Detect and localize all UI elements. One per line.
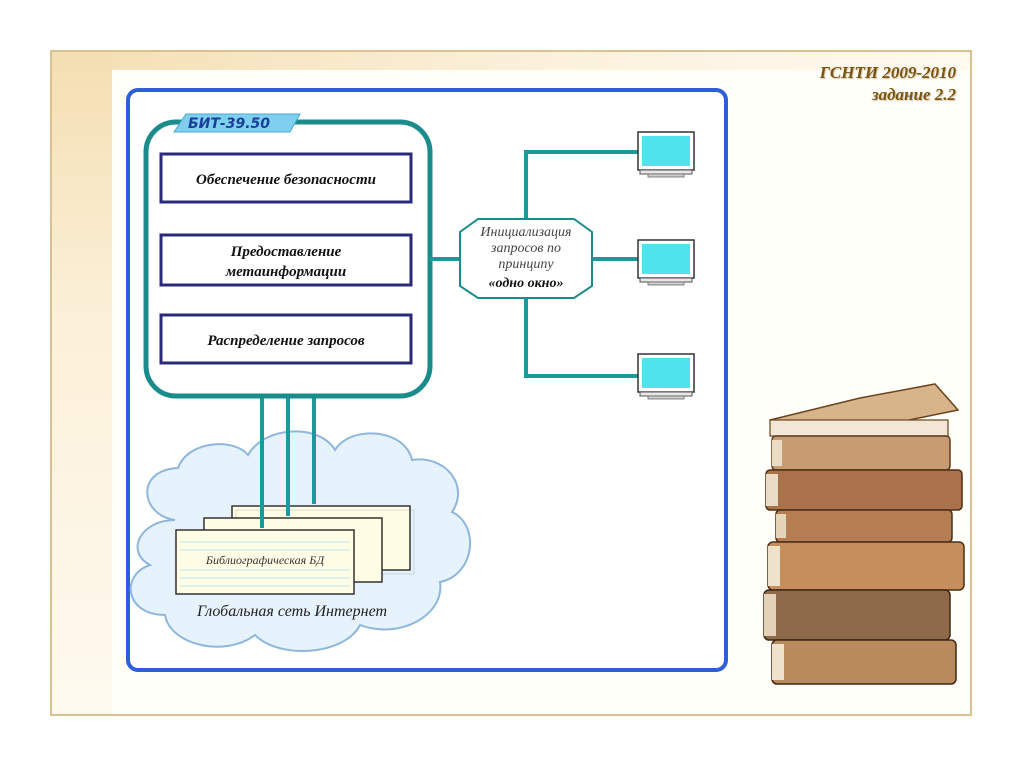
gateway-box: Инициализация запросов по принципу «одно…: [459, 218, 593, 299]
slide-tag: ГСНТИ 2009-2010 задание 2.2: [820, 62, 956, 106]
monitor-icon: [637, 131, 695, 178]
gateway-line-1: Инициализация: [479, 225, 571, 240]
gateway-line-3: принципу: [498, 257, 554, 272]
book-stack-icon: [763, 383, 965, 685]
system-label: БИТ-39.50: [188, 116, 270, 132]
workstation-connectors: [524, 150, 640, 378]
module-metainfo-label-1: Предоставление: [230, 244, 342, 260]
module-security-label: Обеспечение безопасности: [196, 172, 376, 188]
tag-line-2: задание 2.2: [871, 85, 956, 104]
module-metainfo: Предоставление метаинформации: [159, 233, 413, 287]
tag-line-1: ГСНТИ 2009-2010: [819, 63, 956, 82]
monitor-icon: [637, 239, 695, 286]
module-distribution: Распределение запросов: [159, 313, 413, 365]
database-doc-front: Библиографическая БД: [175, 529, 355, 595]
monitor-icon: [637, 353, 695, 400]
gateway-line-4: «одно окно»: [489, 276, 564, 291]
module-metainfo-label-2: метаинформации: [225, 264, 346, 280]
module-distribution-label: Распределение запросов: [207, 333, 365, 349]
database-documents: Библиографическая БД: [175, 505, 415, 595]
db-connectors: [260, 396, 316, 528]
system-label-badge: БИТ-39.50: [173, 113, 301, 133]
module-security: Обеспечение безопасности: [159, 152, 413, 204]
decorative-tint-top: [52, 52, 970, 70]
gateway-line-2: запросов по: [490, 241, 561, 256]
database-label: Библиографическая БД: [205, 553, 326, 567]
cloud-label: Глобальная сеть Интернет: [196, 603, 387, 620]
decorative-tint-left: [52, 52, 112, 714]
